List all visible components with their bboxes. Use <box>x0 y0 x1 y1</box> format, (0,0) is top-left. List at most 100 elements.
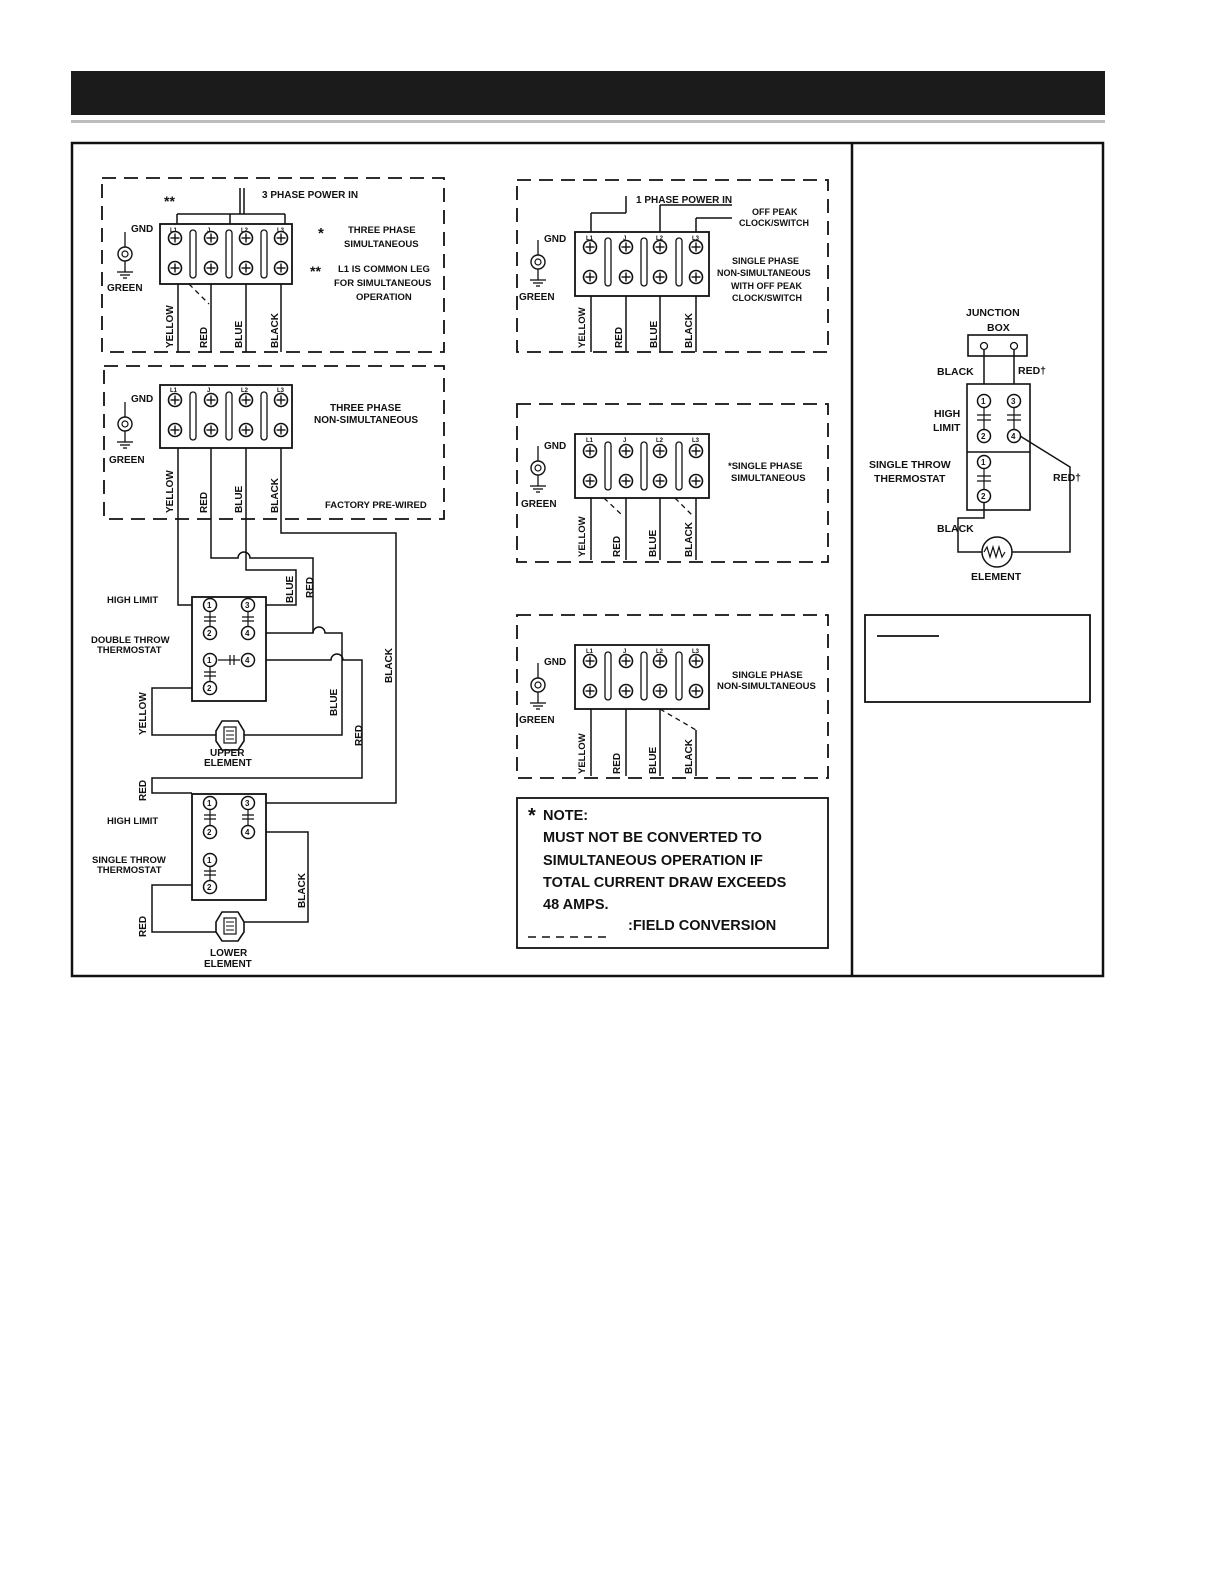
diagram-label: LIMIT <box>933 422 961 434</box>
diagram-label: YELLOW <box>165 470 176 513</box>
diagram-label: GND <box>544 234 566 245</box>
diagram-label: GREEN <box>109 455 145 466</box>
diagram-label: RED <box>612 753 623 774</box>
diagram-label: ELEMENT <box>204 959 252 970</box>
diagram-label: DOUBLE THROW <box>91 635 170 646</box>
diagram-label: :FIELD CONVERSION <box>628 918 776 934</box>
main-frame <box>70 141 1105 978</box>
diagram-label: FACTORY PRE-WIRED <box>325 500 427 511</box>
diagram-label: BLUE <box>649 320 660 348</box>
diagram-label: GREEN <box>521 499 557 510</box>
diagram-label: L2 <box>656 438 664 444</box>
diagram-label: SINGLE THROW <box>869 459 951 471</box>
diagram-label: L2 <box>241 388 249 394</box>
diagram-label: BLACK <box>270 312 281 348</box>
diagram-label: J <box>623 649 626 655</box>
diagram-label: J <box>623 236 626 242</box>
double-throw-thermostat: 1 2 3 4 1 2 4 <box>191 596 267 702</box>
diagram-label: RED <box>612 536 623 557</box>
diagram-label: * <box>528 805 536 827</box>
diagram-label: NOTE: <box>543 808 588 824</box>
diagram-label: ** <box>164 193 175 209</box>
diagram-label: BLUE <box>648 529 659 557</box>
diagram-label: BLACK <box>270 477 281 513</box>
diagram-label: 4 <box>1011 432 1016 441</box>
diagram-label: 1 <box>981 458 986 467</box>
diagram-label: L1 <box>586 438 594 444</box>
diagram-label: RED <box>138 916 149 937</box>
diagram-label: BLUE <box>234 320 245 348</box>
diagram-label: THREE PHASE <box>330 403 401 414</box>
diagram-label: GREEN <box>107 283 143 294</box>
diagram-label: 4 <box>245 828 250 837</box>
diagram-label: L3 <box>277 388 285 394</box>
upper-element <box>215 720 245 751</box>
diagram-label: L3 <box>692 236 700 242</box>
diagram-label: YELLOW <box>138 692 149 735</box>
diagram-label: HIGH <box>934 408 960 420</box>
diagram-label: * <box>318 225 324 242</box>
diagram-label: L1 <box>170 388 178 394</box>
diagram-label: WITH OFF PEAK <box>731 281 802 291</box>
diagram-label: SINGLE PHASE <box>732 256 799 266</box>
diagram-label: YELLOW <box>165 305 176 348</box>
diagram-label: L2 <box>656 649 664 655</box>
note-box: * NOTE: MUST NOT BE CONVERTED TO SIMULTA… <box>516 797 829 949</box>
diagram-label: RED† <box>1018 365 1046 377</box>
diagram-label: GND <box>544 657 566 668</box>
diagram-label: THREE PHASE <box>348 225 416 236</box>
diagram-label: BLACK <box>297 872 308 908</box>
panel-single-phase-simultaneous: L1 J L2 L3 GND GREEN YELLOW RED BLUE BLA… <box>516 403 829 563</box>
diagram-label: J <box>207 228 210 234</box>
diagram-label: MUST NOT BE CONVERTED TO <box>543 830 762 846</box>
diagram-label: JUNCTION <box>966 307 1020 319</box>
junction-box <box>967 334 1028 357</box>
diagram-label: RED† <box>1053 472 1081 484</box>
diagram-label: RED <box>305 577 316 598</box>
diagram-label: 3 <box>245 799 250 808</box>
power-in-label: 3 PHASE POWER IN <box>262 190 358 201</box>
diagram-label: NON-SIMULTANEOUS <box>717 268 811 278</box>
diagram-label: BLACK <box>384 647 395 683</box>
diagram-label: BLACK <box>684 312 695 348</box>
diagram-label: RED <box>354 725 365 746</box>
diagram-label: BLUE <box>234 485 245 513</box>
diagram-label: 1 <box>981 397 986 406</box>
diagram-label: LOWER <box>210 948 248 959</box>
diagram-label: CLOCK/SWITCH <box>739 218 809 228</box>
diagram-label: L2 <box>656 236 664 242</box>
diagram-label: GND <box>131 394 153 405</box>
diagram-label: GREEN <box>519 292 555 303</box>
diagram-label: 2 <box>207 629 212 638</box>
diagram-label: OFF PEAK <box>752 207 798 217</box>
diagram-label: 1 <box>207 656 212 665</box>
lower-element <box>215 911 245 942</box>
diagram-label: SINGLE PHASE <box>732 670 803 681</box>
diagram-label: BOX <box>987 322 1010 334</box>
diagram-label: 2 <box>981 432 986 441</box>
diagram-label: BLACK <box>684 521 695 557</box>
panel-single-phase-off-peak: 1 PHASE POWER IN OFF PEAK CLOCK/SWITCH L… <box>516 179 829 353</box>
diagram-label: SIMULTANEOUS <box>731 473 806 484</box>
diagram-label: *SINGLE PHASE <box>728 461 802 472</box>
diagram-label: OPERATION <box>356 292 412 303</box>
diagram-label: BLACK <box>684 738 695 774</box>
diagram-label: 1 <box>207 601 212 610</box>
diagram-label: GND <box>544 441 566 452</box>
single-throw-thermostat: 1 2 3 4 1 2 <box>191 793 267 901</box>
diagram-label: CLOCK/SWITCH <box>732 293 802 303</box>
diagram-label: 2 <box>207 684 212 693</box>
diagram-label: ** <box>310 263 321 279</box>
diagram-label: NON-SIMULTANEOUS <box>717 681 816 692</box>
right-panel-diagram: JUNCTION BOX BLACK RED† 1 2 3 4 1 2 HIGH… <box>864 307 1091 703</box>
diagram-label: RED <box>199 492 210 513</box>
diagram-label: BLACK <box>937 366 974 378</box>
diagram-label: BLACK <box>937 523 974 535</box>
diagram-label: 2 <box>207 883 212 892</box>
diagram-label: J <box>207 388 210 394</box>
diagram-label: BLUE <box>648 746 659 774</box>
diagram-label: HIGH LIMIT <box>107 816 158 827</box>
diagram-label: RED <box>614 327 625 348</box>
panel-three-phase-simultaneous: 3 PHASE POWER IN ** L1 J L2 L3 GND GREEN… <box>101 177 445 353</box>
